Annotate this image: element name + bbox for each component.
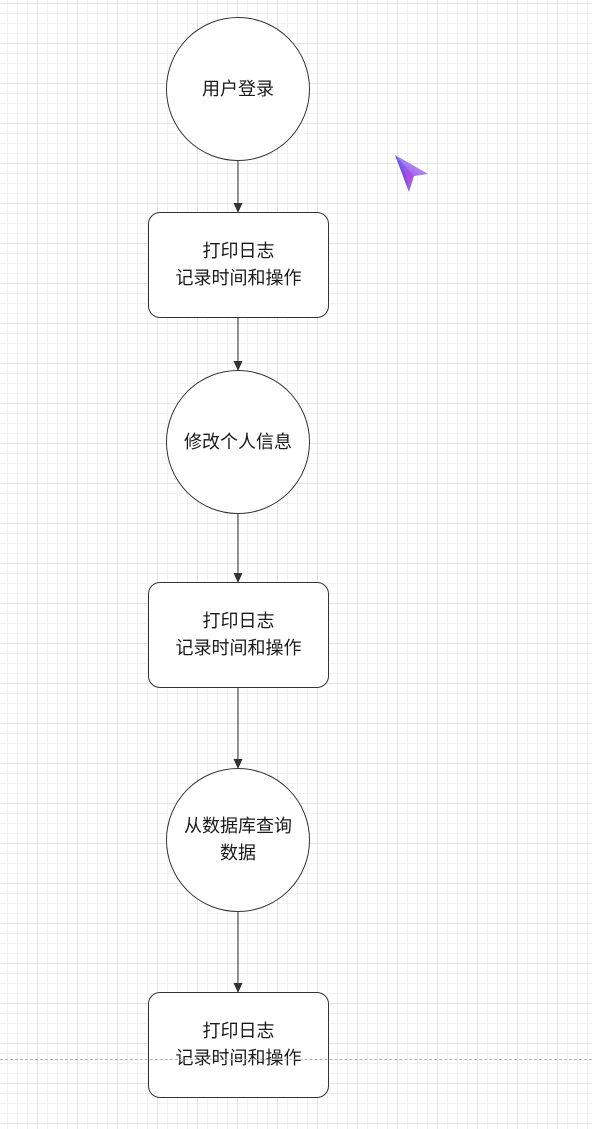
node-edit-profile[interactable]: 修改个人信息: [166, 370, 310, 514]
node-query-database[interactable]: 从数据库查询 数据: [166, 768, 310, 912]
cursor-arrow-icon: [395, 155, 428, 192]
page-break-line: [0, 1059, 592, 1060]
edge-n2-n3[interactable]: [233, 317, 243, 371]
edge-n4-n5[interactable]: [233, 687, 243, 769]
node-print-log-2[interactable]: 打印日志 记录时间和操作: [148, 582, 329, 688]
edge-n5-n6[interactable]: [233, 911, 243, 993]
edge-n3-n4[interactable]: [233, 513, 243, 583]
ai-assistant-cursor-icon[interactable]: [392, 152, 432, 196]
node-print-log-3[interactable]: 打印日志 记录时间和操作: [148, 992, 329, 1098]
node-user-login[interactable]: 用户登录: [166, 17, 310, 161]
edge-n1-n2[interactable]: [233, 159, 243, 213]
node-print-log-1[interactable]: 打印日志 记录时间和操作: [148, 212, 329, 318]
